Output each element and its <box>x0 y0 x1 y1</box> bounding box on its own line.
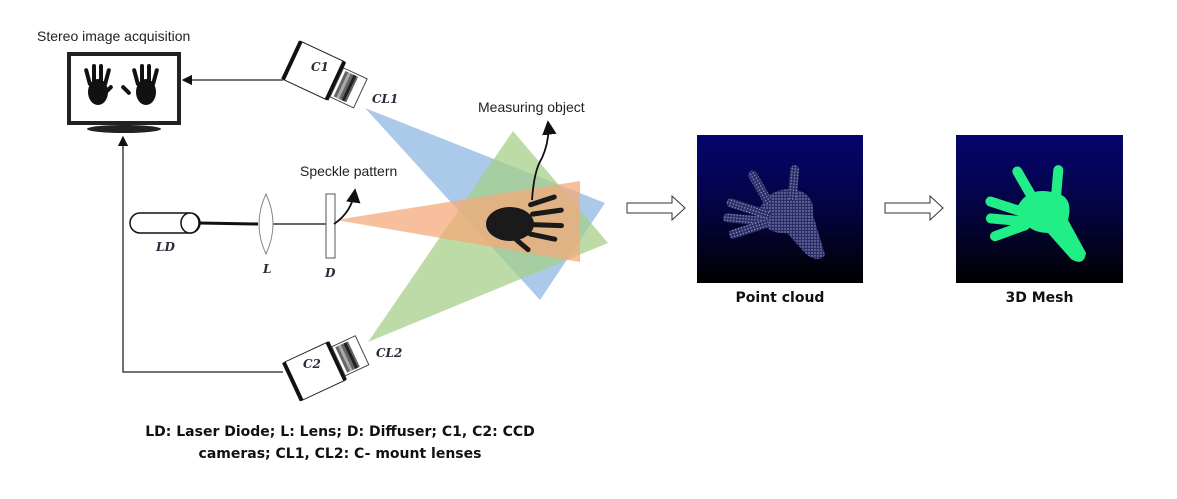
lens-label: L <box>263 262 272 276</box>
process-arrow-1 <box>626 194 686 222</box>
process-arrow-2 <box>884 194 944 222</box>
point-cloud-panel <box>697 135 863 283</box>
point-cloud-hand <box>722 165 825 259</box>
measuring-object-label: Measuring object <box>478 99 585 115</box>
mesh-panel <box>956 135 1123 283</box>
measuring-pointer-arrow <box>531 120 557 201</box>
mesh-hand <box>985 165 1086 262</box>
camera2-icon <box>282 335 370 402</box>
laser-diode-label: LD <box>156 240 175 254</box>
camera2-label: C2 <box>303 357 321 371</box>
lens2-label: CL2 <box>376 346 403 360</box>
measuring-object-hand <box>486 194 564 253</box>
speckle-pointer-arrow <box>333 188 361 225</box>
diffuser-icon <box>325 193 336 259</box>
speckle-pattern-label: Speckle pattern <box>300 163 398 179</box>
component-legend: LD: Laser Diode; L: Lens; D: Diffuser; C… <box>100 421 580 465</box>
camera1-label: C1 <box>311 60 329 74</box>
camera1-icon <box>281 40 368 109</box>
diffuser-label: D <box>325 266 336 280</box>
lens1-label: CL1 <box>372 92 399 106</box>
monitor-icon <box>67 52 181 133</box>
camera2-to-monitor-line <box>117 135 283 373</box>
laser-beam-line <box>198 221 259 226</box>
point-cloud-caption: Point cloud <box>735 290 825 306</box>
mesh-caption: 3D Mesh <box>1005 290 1074 306</box>
stereo-acquisition-label: Stereo image acquisition <box>37 28 191 44</box>
laser-diode-icon <box>129 212 201 234</box>
stereo-hand-left <box>84 64 113 105</box>
lens-icon <box>258 192 274 256</box>
legend-line-1: LD: Laser Diode; L: Lens; D: Diffuser; C… <box>145 424 535 440</box>
stereo-hand-right <box>121 64 159 105</box>
legend-line-2: cameras; CL1, CL2: C- mount lenses <box>198 446 482 462</box>
